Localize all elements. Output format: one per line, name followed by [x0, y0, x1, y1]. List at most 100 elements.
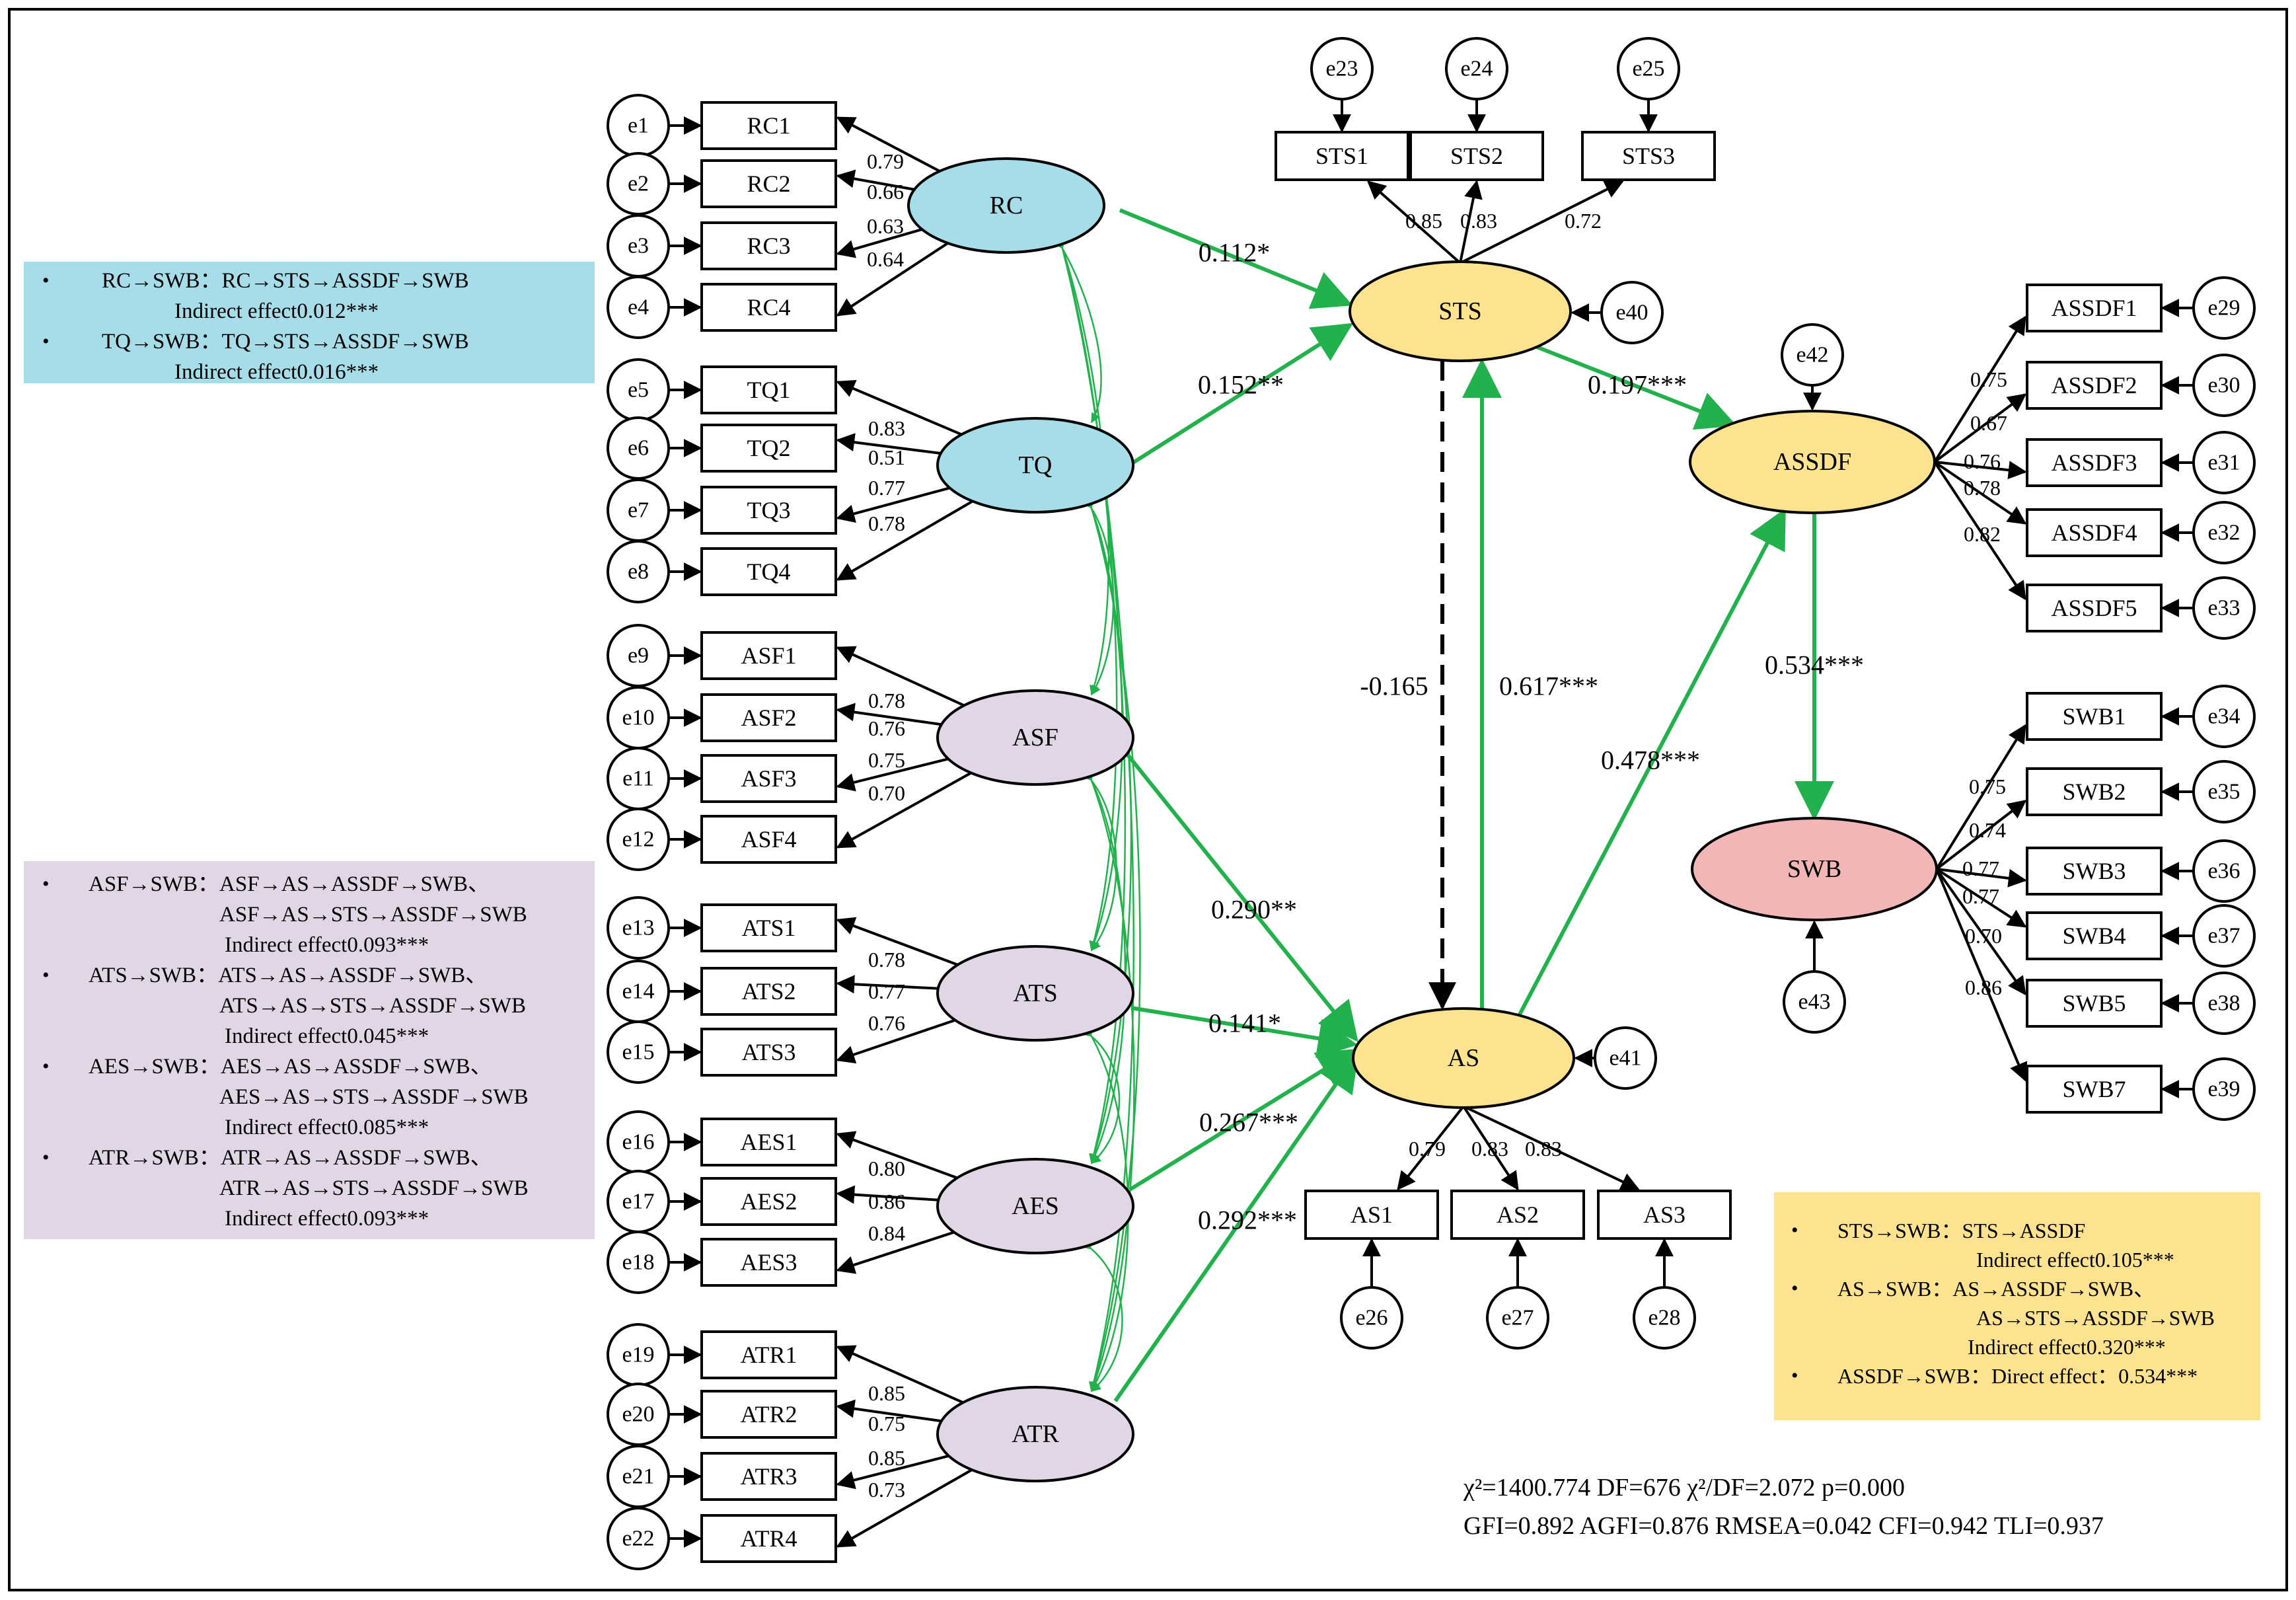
error-label-e2: e2 — [628, 172, 649, 196]
error-label-e6: e6 — [628, 436, 649, 461]
indicator-label-asf3: ASF3 — [741, 765, 796, 792]
note-line: AES→SWB：AES→AS→ASSDF→SWB、 — [89, 1055, 492, 1079]
latent-as — [1352, 1007, 1575, 1109]
latent-label-as: AS — [1448, 1044, 1480, 1072]
loading-label-tq4: 0.78 — [868, 512, 905, 535]
loading-label-ats3: 0.76 — [868, 1011, 905, 1035]
disturbance-label-e41: e41 — [1609, 1046, 1641, 1071]
loading-arrow-aes1 — [836, 1131, 958, 1180]
path-asf-to-as — [1125, 752, 1358, 1042]
path-as-to-assdf — [1518, 508, 1786, 1016]
indicator-label-ats1: ATS1 — [741, 915, 796, 941]
error-label-e9: e9 — [628, 644, 649, 668]
indicator-label-assdf5: ASSDF5 — [2051, 595, 2137, 621]
disturbance-e40 — [1600, 281, 1664, 344]
latent-swb — [1691, 817, 1938, 921]
latent-label-swb: SWB — [1787, 855, 1841, 883]
error-label-e7: e7 — [628, 498, 649, 523]
error-label-e27: e27 — [1501, 1306, 1534, 1330]
error-label-e19: e19 — [622, 1343, 654, 1367]
loading-arrow-tq2 — [836, 433, 942, 455]
indicator-swb2 — [2026, 767, 2163, 816]
loading-label-ats2: 0.77 — [868, 979, 905, 1003]
indicator-label-swb3: SWB3 — [2062, 858, 2126, 884]
disturbance-e43 — [1783, 970, 1846, 1034]
latent-atr — [936, 1386, 1134, 1482]
loading-arrow-swb1 — [1935, 724, 2026, 870]
loading-label-ats1: 0.78 — [868, 948, 905, 971]
indicator-asf2 — [700, 693, 837, 742]
path-rc-to-sts — [1119, 208, 1353, 309]
loading-label-swb3: 0.77 — [1962, 857, 1999, 880]
indicator-aes2 — [700, 1177, 837, 1226]
note-line: ATS→SWB：ATS→AS→ASSDF→SWB、 — [89, 964, 488, 987]
loading-arrow-as2 — [1462, 1105, 1519, 1191]
error-label-e10: e10 — [622, 706, 654, 730]
loading-label-assdf2: 0.67 — [1970, 411, 2007, 435]
error-term-e8 — [607, 540, 670, 603]
error-term-e37 — [2192, 904, 2256, 968]
error-label-e18: e18 — [622, 1250, 654, 1275]
loading-arrow-tq1 — [836, 379, 963, 436]
loading-label-rc3: 0.63 — [867, 214, 904, 238]
covariance-tq-atr — [1084, 498, 1141, 1392]
latent-assdf — [1689, 410, 1936, 514]
note-line: Indirect effect0.085*** — [225, 1116, 429, 1139]
indicator-atr4 — [700, 1514, 837, 1563]
loading-label-assdf4: 0.78 — [1964, 476, 2001, 500]
indicator-ats2 — [700, 967, 837, 1016]
loading-label-tq1: 0.83 — [868, 416, 905, 440]
note-line: Indirect effect0.016*** — [174, 360, 379, 384]
note-line: Indirect effect0.045*** — [225, 1024, 429, 1048]
loading-label-swb5: 0.70 — [1965, 924, 2002, 948]
error-term-e34 — [2192, 685, 2256, 748]
error-label-e4: e4 — [628, 295, 649, 320]
error-label-e39: e39 — [2207, 1077, 2240, 1102]
indicator-atr3 — [700, 1452, 837, 1501]
indicator-assdf2 — [2026, 361, 2163, 410]
note-item: ATS→SWB：ATS→AS→ASSDF→SWB、ATS→AS→STS→ASSD… — [38, 960, 595, 1051]
indicator-rc4 — [700, 283, 837, 332]
loading-label-aes1: 0.80 — [868, 1157, 905, 1180]
path-aes-to-as — [1129, 1048, 1358, 1192]
loading-arrow-swb2 — [1935, 800, 2027, 870]
path-coef-atr-to-as: 0.292*** — [1198, 1205, 1297, 1235]
note-line: TQ→SWB：TQ→STS→ASSDF→SWB — [102, 330, 469, 354]
loading-arrow-rc3 — [836, 228, 923, 258]
indicator-label-swb4: SWB4 — [2062, 923, 2126, 949]
indicator-swb7 — [2026, 1065, 2163, 1114]
latent-asf — [936, 689, 1134, 786]
indicator-swb3 — [2026, 847, 2163, 895]
error-term-e25 — [1617, 37, 1680, 100]
note-line: ASF→AS→STS→ASSDF→SWB — [219, 903, 527, 927]
loading-arrow-as3 — [1463, 1105, 1640, 1190]
loading-arrow-ats3 — [836, 1018, 956, 1064]
note-item: AES→SWB：AES→AS→ASSDF→SWB、AES→AS→STS→ASSD… — [38, 1051, 595, 1143]
error-label-e12: e12 — [622, 827, 654, 852]
loading-label-atr3: 0.85 — [868, 1446, 905, 1470]
indicator-atr1 — [700, 1330, 837, 1379]
loading-label-swb4: 0.77 — [1962, 884, 1999, 908]
indicator-label-asf1: ASF1 — [741, 642, 796, 669]
indicator-label-rc1: RC1 — [747, 112, 790, 139]
indicator-swb5 — [2026, 979, 2163, 1028]
error-label-e26: e26 — [1355, 1306, 1388, 1330]
error-term-e39 — [2192, 1057, 2256, 1121]
indicator-assdf5 — [2026, 584, 2163, 632]
error-label-e35: e35 — [2207, 780, 2240, 804]
error-label-e24: e24 — [1460, 57, 1493, 81]
indicator-label-ats2: ATS2 — [741, 978, 796, 1005]
latent-sts — [1349, 260, 1572, 362]
fit-line-2: GFI=0.892 AGFI=0.876 RMSEA=0.042 CFI=0.9… — [1463, 1512, 2104, 1540]
outer-frame — [8, 8, 2288, 1591]
indicator-label-sts1: STS1 — [1315, 143, 1368, 169]
indicator-label-swb1: SWB1 — [2062, 703, 2126, 730]
note-line: Indirect effect0.093*** — [225, 933, 429, 957]
indicator-label-atr2: ATR2 — [740, 1401, 797, 1428]
indicator-label-asf4: ASF4 — [741, 826, 796, 853]
indicator-label-assdf3: ASSDF3 — [2051, 449, 2137, 476]
indicator-as1 — [1304, 1190, 1439, 1240]
